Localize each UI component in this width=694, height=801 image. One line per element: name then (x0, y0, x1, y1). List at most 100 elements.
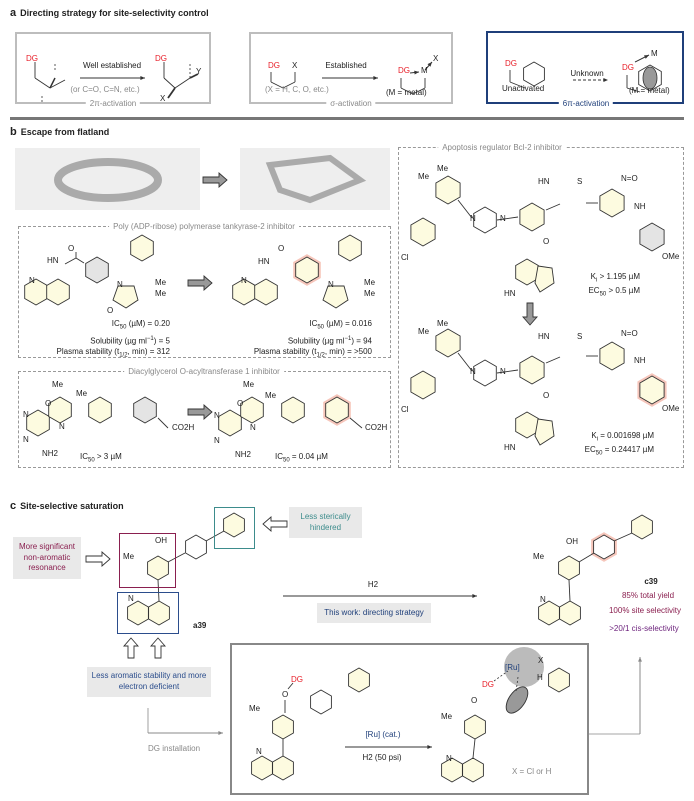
bond (515, 676, 519, 693)
bond (287, 682, 294, 690)
section-divider (10, 117, 684, 120)
ring (410, 217, 436, 247)
oxazolidinone-ring (112, 285, 139, 309)
well-established-label: Well established (82, 61, 142, 70)
atom-n: N (446, 754, 452, 763)
hollow-arrow (123, 637, 139, 659)
bcl2-caption: Apoptosis regulator Bcl-2 inhibitor (438, 143, 566, 152)
dg-product-label: DG (155, 54, 167, 63)
arrow-head (638, 657, 642, 662)
metal-label: M (421, 66, 428, 75)
catalyst-label: [Ru] (cat.) (365, 730, 401, 739)
ring (473, 206, 497, 234)
dgat-left-ic50: IC50 > 3 µM (80, 453, 122, 464)
arrow-head (414, 70, 419, 75)
atom-hn: HN (504, 443, 516, 452)
arrow-head (140, 76, 145, 80)
atom-me: Me (364, 289, 376, 298)
bond (496, 369, 519, 374)
ring (295, 256, 319, 284)
ring (435, 175, 461, 205)
arrow-head (218, 731, 223, 735)
hollow-arrow (262, 516, 288, 532)
pressure-label: H2 (50 psi) (362, 753, 402, 762)
bond (64, 257, 77, 265)
established-label: Established (325, 61, 367, 70)
dg-label: DG (26, 54, 38, 63)
bond (167, 552, 186, 563)
atom-me: Me (243, 380, 255, 389)
arrow-head (373, 76, 378, 80)
atom-n: N (128, 594, 134, 603)
ru-label: [Ru] (505, 663, 520, 672)
atom-hn: HN (538, 177, 550, 186)
atom-ome: OMe (662, 252, 680, 261)
atom-dg: DG (482, 680, 494, 689)
atom-cl: Cl (401, 405, 409, 414)
atom-o: O (237, 399, 244, 408)
atom-me: Me (437, 319, 449, 328)
ring (348, 667, 370, 693)
atom-n: N (59, 422, 65, 431)
atom-me: Me (441, 712, 453, 721)
atom-o: O (278, 244, 285, 253)
ring (559, 600, 581, 626)
ring (523, 61, 545, 87)
x-label: X (160, 94, 166, 103)
ring (538, 600, 560, 626)
bond (270, 81, 284, 89)
metric-line: EC50 > 0.5 µM (588, 285, 640, 298)
resonance-ring-box (119, 533, 176, 588)
bcl2-inhibitor-box (398, 147, 684, 468)
atom-n: N (470, 214, 476, 223)
puckered-ring-model (265, 154, 367, 204)
atom-dg: DG (291, 675, 303, 684)
atom-o: O (543, 237, 550, 246)
ring (85, 256, 109, 284)
x-note: X = Cl or H (512, 767, 552, 776)
atom-me: Me (418, 327, 430, 336)
atom-x: X (538, 656, 544, 665)
atom-co2h: CO2H (172, 423, 195, 432)
ring (223, 512, 245, 538)
ring (325, 396, 349, 424)
strategy-label: This work: directing strategy (317, 603, 431, 623)
arrow-head (644, 55, 649, 59)
bond (457, 352, 473, 372)
bond (493, 670, 509, 682)
x-product-label: X (433, 54, 439, 63)
resonance-note: More significant non-aromatic resonance (13, 537, 81, 579)
ring (338, 234, 362, 262)
dgat-inhibitor-box (18, 371, 391, 468)
hollow-arrow (150, 637, 166, 659)
ring (462, 757, 484, 783)
atom-h: H (537, 673, 543, 682)
bond (34, 77, 51, 89)
atom-n: N (241, 276, 247, 285)
quinoline-box (117, 592, 179, 634)
atom-n: N (328, 280, 334, 289)
ring (631, 514, 653, 540)
transform-arrow (187, 275, 213, 291)
atom-n: N (29, 276, 35, 285)
x-label: X (292, 61, 298, 70)
atom-s: S (577, 177, 583, 186)
atom-oh: OH (566, 537, 578, 546)
atom-hn: HN (504, 289, 516, 298)
h2-reagent: H2 (367, 580, 379, 589)
metric-line: Ki > 1.195 µM (590, 272, 640, 284)
ring (435, 328, 461, 358)
bond (509, 81, 526, 89)
arrow-head (427, 745, 432, 749)
ring (88, 396, 112, 424)
bond (613, 532, 633, 542)
atom-me: Me (155, 278, 167, 287)
atom-o: O (543, 391, 550, 400)
atom-n: N (214, 411, 220, 420)
